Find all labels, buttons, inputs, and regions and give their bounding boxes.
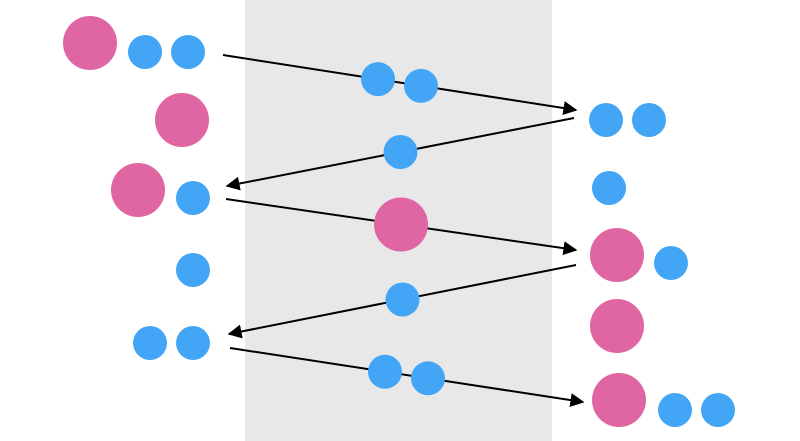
left-pink-ball [63, 16, 117, 70]
right-blue-ball [589, 103, 623, 137]
carried-blue-ball [361, 62, 395, 97]
right-pink-ball [590, 228, 644, 282]
right-pink-ball [592, 373, 646, 427]
balls-layer [63, 16, 735, 427]
right-blue-ball [632, 103, 666, 137]
left-pink-ball [111, 163, 165, 217]
right-blue-ball [654, 246, 688, 280]
carried-blue-ball [385, 282, 420, 317]
right-blue-ball [701, 393, 735, 427]
left-pink-ball [155, 93, 209, 147]
carried-blue-ball [411, 361, 445, 396]
left-blue-ball [176, 253, 210, 287]
right-blue-ball [592, 171, 626, 205]
left-blue-ball [133, 326, 167, 360]
right-blue-ball [658, 393, 692, 427]
carried-blue-ball [368, 354, 402, 389]
transfer-arrow-left-to-right [229, 347, 585, 408]
left-blue-ball [128, 35, 162, 69]
carried-blue-ball [383, 135, 418, 169]
left-blue-ball [171, 35, 205, 69]
left-blue-ball [176, 181, 210, 215]
transfer-arrow-left-to-right [222, 54, 578, 115]
right-pink-ball [590, 299, 644, 353]
carried-blue-ball [404, 68, 438, 103]
left-blue-ball [176, 326, 210, 360]
carried-pink-ball [374, 197, 428, 252]
